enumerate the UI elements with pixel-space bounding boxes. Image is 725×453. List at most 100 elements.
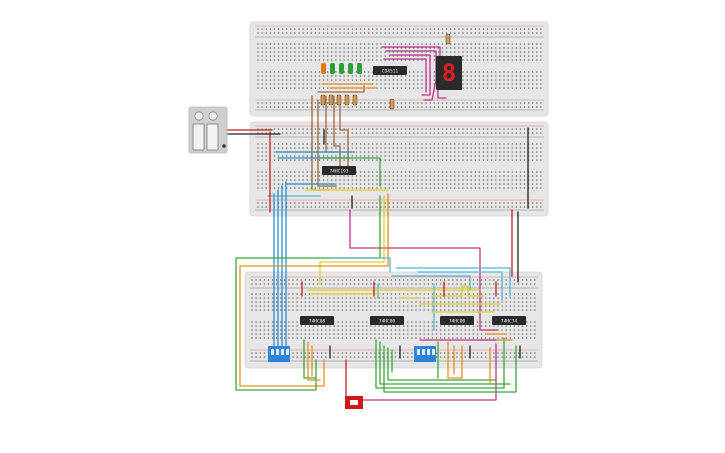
dip-switch-icon[interactable] <box>414 346 436 362</box>
breadboard-hole <box>443 325 446 327</box>
breadboard-hole <box>484 293 487 295</box>
breadboard-hole <box>454 51 456 53</box>
green-wire <box>303 339 317 379</box>
breadboard-hole <box>331 55 333 57</box>
dip-toggle[interactable] <box>422 349 425 355</box>
breadboard-hole <box>402 309 405 311</box>
breadboard-hole <box>382 333 384 335</box>
breadboard-hole <box>474 59 477 61</box>
breadboard-hole <box>341 337 343 339</box>
breadboard-hole <box>357 321 360 323</box>
breadboard-hole <box>281 102 284 104</box>
dip-toggle[interactable] <box>417 349 420 355</box>
chip-label: 74HC00 <box>379 319 396 325</box>
breadboard-hole <box>367 32 370 34</box>
breadboard-hole <box>429 171 431 173</box>
breadboard-hole <box>343 51 345 53</box>
breadboard-hole <box>322 59 325 61</box>
breadboard-hole <box>326 59 329 61</box>
breadboard-hole <box>255 337 257 339</box>
breadboard-hole <box>433 59 436 61</box>
dip-toggle[interactable] <box>427 349 430 355</box>
breadboard-hole <box>486 71 489 73</box>
breadboard-hole <box>536 71 538 73</box>
breadboard-hole <box>366 337 368 339</box>
dip-toggle[interactable] <box>286 349 289 355</box>
breadboard-hole <box>511 143 513 145</box>
breadboard-hole <box>304 356 307 358</box>
breadboard-hole <box>462 106 464 108</box>
breadboard-hole <box>314 206 317 208</box>
breadboard-hole <box>294 51 296 53</box>
breadboard-hole <box>417 71 419 73</box>
breadboard-hole <box>261 106 263 108</box>
breadboard-hole <box>435 293 438 295</box>
breadboard-hole <box>429 202 431 204</box>
dip-toggle[interactable] <box>271 349 274 355</box>
breadboard-hole <box>290 47 292 49</box>
breadboard-hole <box>343 175 345 177</box>
battery-icon[interactable] <box>188 106 228 154</box>
breadboard-hole <box>503 83 505 85</box>
breadboard-hole <box>298 75 300 77</box>
breadboard-hole <box>490 202 493 204</box>
breadboard-hole <box>478 171 481 173</box>
breadboard-hole <box>353 352 356 354</box>
breadboard-hole <box>263 279 266 281</box>
breadboard-hole <box>519 143 522 145</box>
breadboard-hole <box>470 47 472 49</box>
breadboard-hole <box>335 32 337 34</box>
dip-toggle[interactable] <box>281 349 284 355</box>
push-button-icon[interactable] <box>345 396 363 409</box>
breadboard-hole <box>284 279 286 281</box>
breadboard-hole <box>413 159 415 161</box>
breadboard-hole <box>478 179 481 181</box>
breadboard-hole <box>505 279 507 281</box>
breadboard-hole <box>361 337 364 339</box>
breadboard-hole <box>468 305 471 307</box>
breadboard-hole <box>441 202 444 204</box>
breadboard-hole <box>267 329 270 331</box>
dip-toggle[interactable] <box>432 349 435 355</box>
breadboard-hole <box>285 28 288 30</box>
breadboard-hole <box>304 305 307 307</box>
breadboard-hole <box>501 337 503 339</box>
breadboard-hole <box>363 59 366 61</box>
breadboard-hole <box>343 55 345 57</box>
breadboard-hole <box>292 309 294 311</box>
breadboard-hole <box>331 206 333 208</box>
dip-switch-icon[interactable] <box>268 346 290 362</box>
breadboard-hole <box>296 352 298 354</box>
breadboard-hole <box>326 128 329 130</box>
breadboard-hole <box>400 179 403 181</box>
breadboard-hole <box>480 297 483 299</box>
breadboard-hole <box>507 47 509 49</box>
breadboard-hole <box>525 297 528 299</box>
breadboard-hole <box>396 87 399 89</box>
breadboard-hole <box>495 175 497 177</box>
breadboard-hole <box>466 28 468 30</box>
breadboard-hole <box>337 301 339 303</box>
breadboard-hole <box>341 309 343 311</box>
breadboard-hole <box>269 51 272 53</box>
breadboard-hole <box>277 59 280 61</box>
breadboard-hole <box>339 51 341 53</box>
breadboard-hole <box>515 171 518 173</box>
breadboard-hole <box>378 283 380 285</box>
breadboard-hole <box>437 171 440 173</box>
breadboard-hole <box>495 132 497 134</box>
breadboard-hole <box>316 352 319 354</box>
breadboard-hole <box>495 206 497 208</box>
breadboard-hole <box>474 159 477 161</box>
breadboard-hole <box>255 279 257 281</box>
breadboard-hole <box>458 159 460 161</box>
breadboard-hole <box>478 59 481 61</box>
breadboard-hole <box>281 28 284 30</box>
breadboard-hole <box>515 175 518 177</box>
breadboard-hole <box>363 28 366 30</box>
breadboard-hole <box>503 106 505 108</box>
push-button-cap[interactable] <box>350 400 358 405</box>
breadboard-hole <box>394 309 397 311</box>
dip-toggle[interactable] <box>276 349 279 355</box>
breadboard-hole <box>302 43 304 45</box>
